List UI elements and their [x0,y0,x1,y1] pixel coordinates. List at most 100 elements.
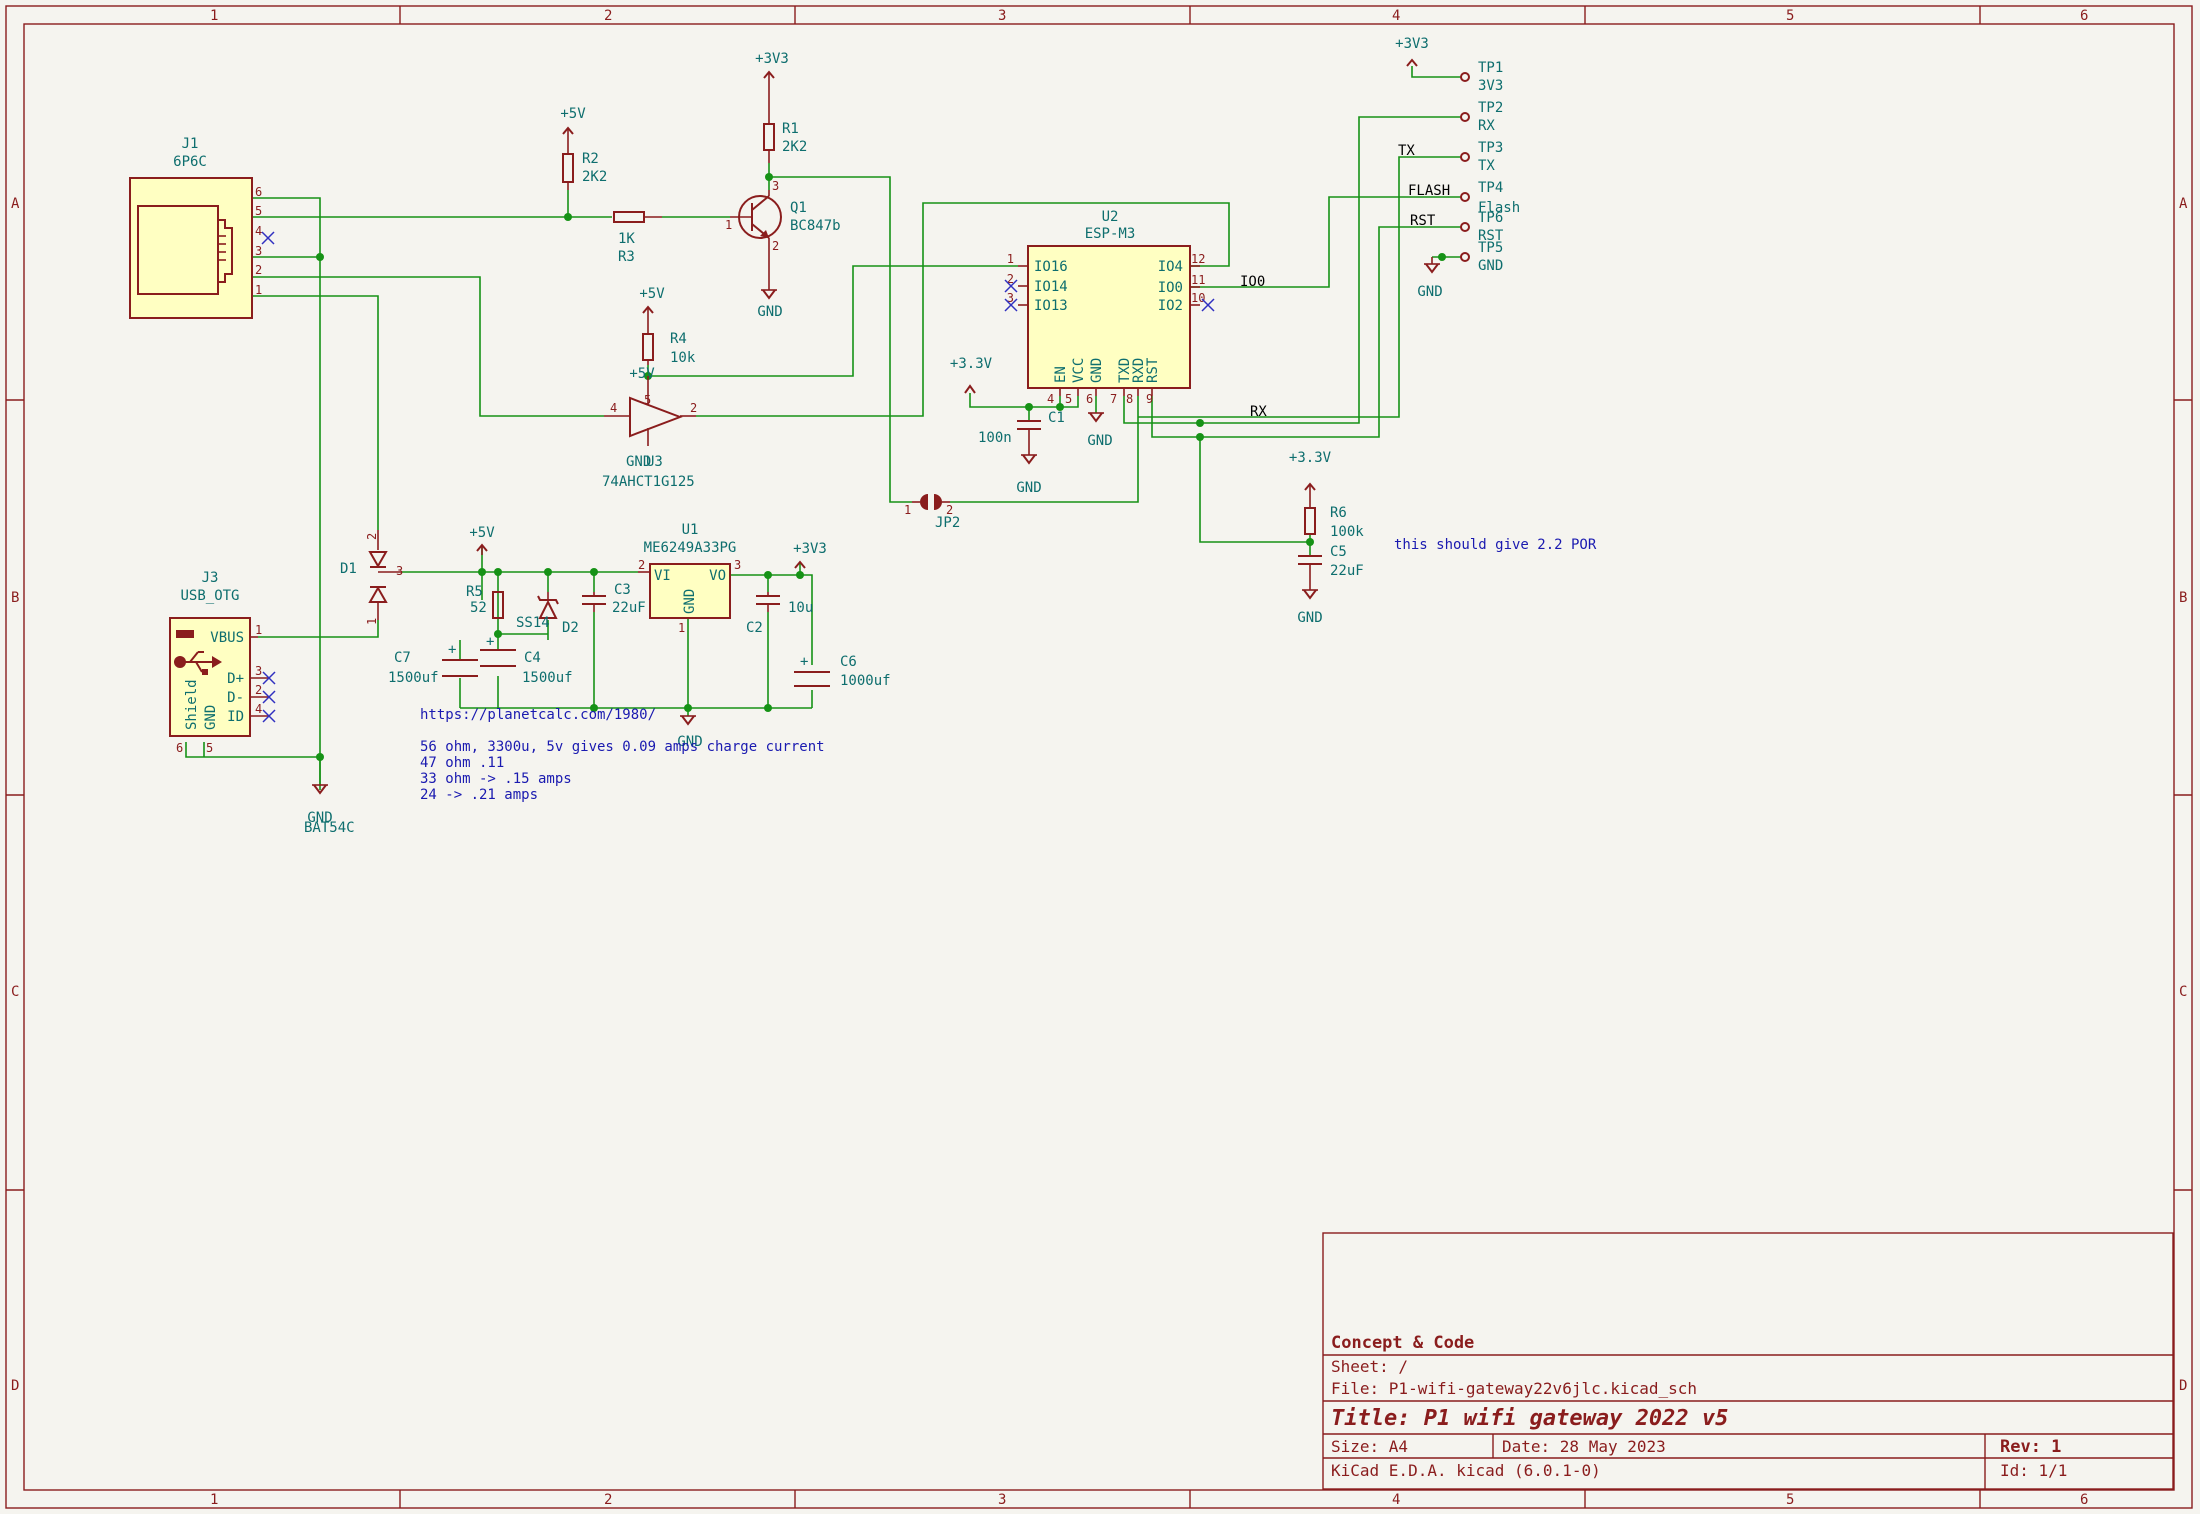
charge-notes: https://planetcalc.com/1980/ 56 ohm, 330… [420,707,825,803]
q1-pin-2: 2 [772,239,779,253]
u2-pin-6: 6 [1086,392,1093,406]
note-link: https://planetcalc.com/1980/ [420,707,656,723]
j1-ref: J1 [182,136,199,152]
u2-pin-11: 11 [1191,273,1205,287]
col-label-1: 1 [210,8,218,24]
note-calc-3: 33 ohm -> .15 amps [420,771,572,787]
u2-pin-7: 7 [1110,392,1117,406]
tp3-value: TX [1478,158,1495,174]
r2-ref: R2 [582,151,599,167]
testpoints: +3V3 TP1 3V3 TP2 RX TX TP3 TX FLASH TP4 … [1395,36,1520,300]
row-label-c-right: C [2179,984,2187,1000]
r5-ref: R5 [466,584,483,600]
u2-pin-rst: RST [1145,357,1161,383]
c7-value: 1500uf [388,670,439,686]
module-u2: U2 ESP-M3 1 2 3 IO16 IO14 IO13 12 11 10 … [950,209,1215,449]
u2-pin-io13: IO13 [1034,298,1068,314]
jp2-pin-2: 2 [946,503,953,517]
c5-value: 22uF [1330,563,1364,579]
j3-pin-vbus: VBUS [210,630,244,646]
col-label-6: 6 [2080,8,2088,24]
j1-pin-2: 2 [255,263,262,277]
col-label-4-bottom: 4 [1392,1492,1400,1508]
resistor-r6: +3.3V R6 100k [1289,450,1364,540]
u2-pin-2: 2 [1007,272,1014,286]
c1-ref: C1 [1048,410,1065,426]
c4-plus: + [486,634,494,650]
title-block-tool: KiCad E.D.A. kicad (6.0.1-0) [1331,1461,1601,1480]
u3-value: 74AHCT1G125 [602,474,695,490]
gnd-symbol-main: GND [307,784,333,826]
c6-plus: + [800,654,808,670]
title-block: Concept & Code Sheet: / File: P1-wifi-ga… [1322,1232,2174,1490]
tp1-value: 3V3 [1478,78,1503,94]
tp5-gnd: GND [1417,284,1442,300]
border-row-labels: A B C D A B C D [11,196,2188,1394]
title-block-title: Title: P1 wifi gateway 2022 v5 [1331,1406,1728,1431]
note-por: this should give 2.2 POR [1394,537,1597,553]
r4-value: 10k [670,350,696,366]
u1-value: ME6249A33PG [644,540,737,556]
d1-value: BAT54C [304,820,355,836]
c1-gnd: GND [1016,480,1041,496]
capacitor-c5: C5 22uF GND [1297,544,1363,626]
j3-pinnum-5: 5 [206,741,213,755]
tp4-ref: TP4 [1478,180,1503,196]
q1-pin-1: 1 [725,218,732,232]
r6-value: 100k [1330,524,1364,540]
c5-ref: C5 [1330,544,1347,560]
note-calc-4: 24 -> .21 amps [420,787,538,803]
j1-pin-4: 4 [255,224,262,238]
u1-pin-1: 1 [678,621,685,635]
j1-pin-3: 3 [255,244,262,258]
c3-ref: C3 [614,582,631,598]
u2-supply: +3.3V [950,356,993,372]
gnd-main-label: GND [307,810,332,826]
col-label-5: 5 [1786,8,1794,24]
tp3-ref: TP3 [1478,140,1503,156]
capacitor-c1: C1 100n GND [978,410,1065,496]
u3-supply: +5V [629,366,655,382]
tp2-ref: TP2 [1478,100,1503,116]
capacitor-c4: + C4 1500uf [480,634,573,686]
d1-pin-3: 3 [396,564,403,578]
tp4-value: Flash [1478,200,1520,216]
j3-pinnum-2: 2 [255,683,262,697]
j3-dminus-no-connect [262,690,276,704]
diode-d1: 2 3 1 D1 BAT54C [304,530,403,836]
tp6-value: RST [1478,228,1504,244]
u2-pin-io14: IO14 [1034,279,1068,295]
u2-pin-9: 9 [1146,392,1153,406]
resistor-r2: +5V R2 2K2 [560,106,607,190]
r1-value: 2K2 [782,139,807,155]
r6-supply: +3.3V [1289,450,1332,466]
resistor-r4: +5V R4 10k [639,286,696,366]
c6-value: 1000uf [840,673,891,689]
tp6-ref: TP6 [1478,210,1503,226]
row-label-c: C [11,984,19,1000]
j3-ref: J3 [202,570,219,586]
note-calc-2: 47 ohm .11 [420,755,504,771]
u2-pin-1: 1 [1007,252,1014,266]
r5-value: 52 [470,600,487,616]
u2-pin-10: 10 [1191,291,1205,305]
tp1-ref: TP1 [1478,60,1503,76]
tp1-supply: +3V3 [1395,36,1429,52]
capacitor-c7: + C7 1500uf [388,642,478,686]
r4-ref: R4 [670,331,687,347]
title-block-rev: Rev: 1 [2000,1437,2061,1457]
capacitor-c6: + C6 1000uf [794,654,891,689]
transistor-q1: 1 2 3 Q1 BC847b GND [725,179,841,320]
tp5-value: GND [1478,258,1503,274]
d1-pin-2: 2 [365,533,379,540]
j1-pin-6: 6 [255,185,262,199]
c7-ref: C7 [394,650,411,666]
u1-gnd: GND [677,734,702,750]
net-label-io0: IO0 [1240,274,1265,290]
u2-pin-io2: IO2 [1158,298,1183,314]
r4-supply: +5V [639,286,665,302]
c4-ref: C4 [524,650,541,666]
u2-pin-io0: IO0 [1158,280,1183,296]
u1-ref: U1 [682,522,699,538]
j3-dplus-no-connect [262,671,276,685]
